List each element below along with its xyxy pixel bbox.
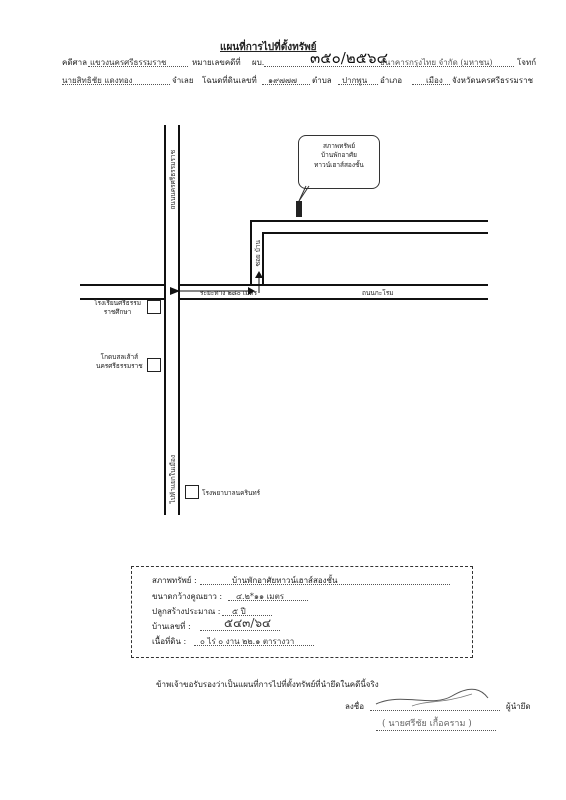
property-marker-icon [296, 201, 302, 217]
certify-text: ข้าพเจ้าขอรับรองว่าเป็นแผนที่การไปที่ตั้… [156, 680, 379, 689]
province-value: จังหวัดนครศรีธรรมราช [452, 76, 534, 85]
defendant-value: นายสิทธิชัย แดงทอง [62, 76, 133, 85]
callout-pointer [298, 185, 310, 202]
court-value: แขวงนครศรีธรรมราช [90, 58, 167, 67]
road-line [262, 232, 264, 284]
deed-value: ๑๙๗๗๗ [268, 76, 297, 85]
sign-name: ( นายศรีชัย เกื้อคราม ) [382, 719, 472, 729]
road-line [262, 232, 488, 234]
details-frame [131, 566, 473, 658]
road-line [178, 125, 180, 515]
age-label: ปลูกสร้างประมาณ : [152, 607, 221, 616]
sign-role: ผู้นำยึด [506, 702, 531, 711]
subdistrict-value: ปากพูน [342, 76, 368, 85]
case-label: หมายเลขคดีที่ [192, 58, 241, 67]
building-icon [185, 485, 199, 499]
area-label: เนื้อที่ดิน : [152, 637, 187, 646]
district-value: เมือง [426, 76, 443, 85]
page-title: แผนที่การไปที่ตั้งทรัพย์ [220, 42, 317, 53]
route-arrow [170, 287, 255, 295]
callout-bubble: สภาพทรัพย์ บ้านพักอาศัย ทาวน์เฮาส์สองชั้… [298, 135, 380, 189]
area-value: ๐ ไร่ ๐ งาน ๒๒.๑ ตารางวา [200, 637, 295, 646]
sign-label: ลงชื่อ [345, 702, 365, 711]
soi-label: ซอย บ้าน [254, 240, 262, 267]
road-line [178, 284, 488, 286]
road-label-lower: ไปห้าแยกในเมือง [169, 455, 177, 504]
road-label-upper: ถนนนครศรีธรรมราช [169, 150, 177, 210]
place-hospital: โรงพยาบาลนครินทร์ [202, 489, 261, 497]
building-icon [147, 358, 161, 372]
house-no-label: บ้านเลขที่ : [152, 622, 191, 631]
condition-label: สภาพทรัพย์ : [152, 576, 197, 585]
house-no-value: ๕๔๓/๖๔ [224, 616, 272, 630]
case-value: ๓๕๐/๒๕๖๔ [310, 49, 388, 67]
callout-text: สภาพทรัพย์ บ้านพักอาศัย ทาวน์เฮาส์สองชั้… [314, 142, 364, 169]
up-arrow-icon [255, 271, 263, 293]
building-icon [147, 300, 161, 314]
road-line [164, 125, 166, 515]
plaintiff-value: ธนาคารกรุงไทย จำกัด (มหาชน) [380, 58, 493, 67]
size-label: ขนาดกว้างคูณยาว : [152, 592, 223, 601]
road-line [80, 284, 166, 286]
road-line [178, 298, 488, 300]
case-prefix: ผบ. [252, 58, 265, 67]
road-line [80, 298, 166, 300]
road-label-horizontal: ถนนกะโรม [362, 289, 394, 297]
size-value: ๔.๒*๑๑ เมตร [236, 592, 285, 601]
distance-label: ระยะทาง ๒๘๐ เมตร [200, 289, 258, 297]
court-label: คดีศาล [62, 58, 88, 67]
deed-label: โฉนดที่ดินเลขที่ [202, 76, 257, 85]
road-line [250, 220, 252, 284]
place-school: โรงเรียนศรีธรรม ราชศึกษา [94, 299, 141, 317]
age-value: ๕ ปี [232, 607, 246, 616]
signature-drawing [375, 688, 489, 707]
condition-value: บ้านพักอาศัยทาวน์เฮาส์สองชั้น [232, 576, 338, 585]
plaintiff-suffix: โจทก์ [517, 58, 537, 67]
defendant-label: จำเลย [172, 76, 194, 85]
place-temple: โกดบสลเส้าส์ นครศรีธรรมราช [96, 353, 143, 371]
road-line [250, 220, 488, 222]
district-label: อำเภอ [380, 76, 403, 85]
subdistrict-label: ตำบล [312, 76, 332, 85]
